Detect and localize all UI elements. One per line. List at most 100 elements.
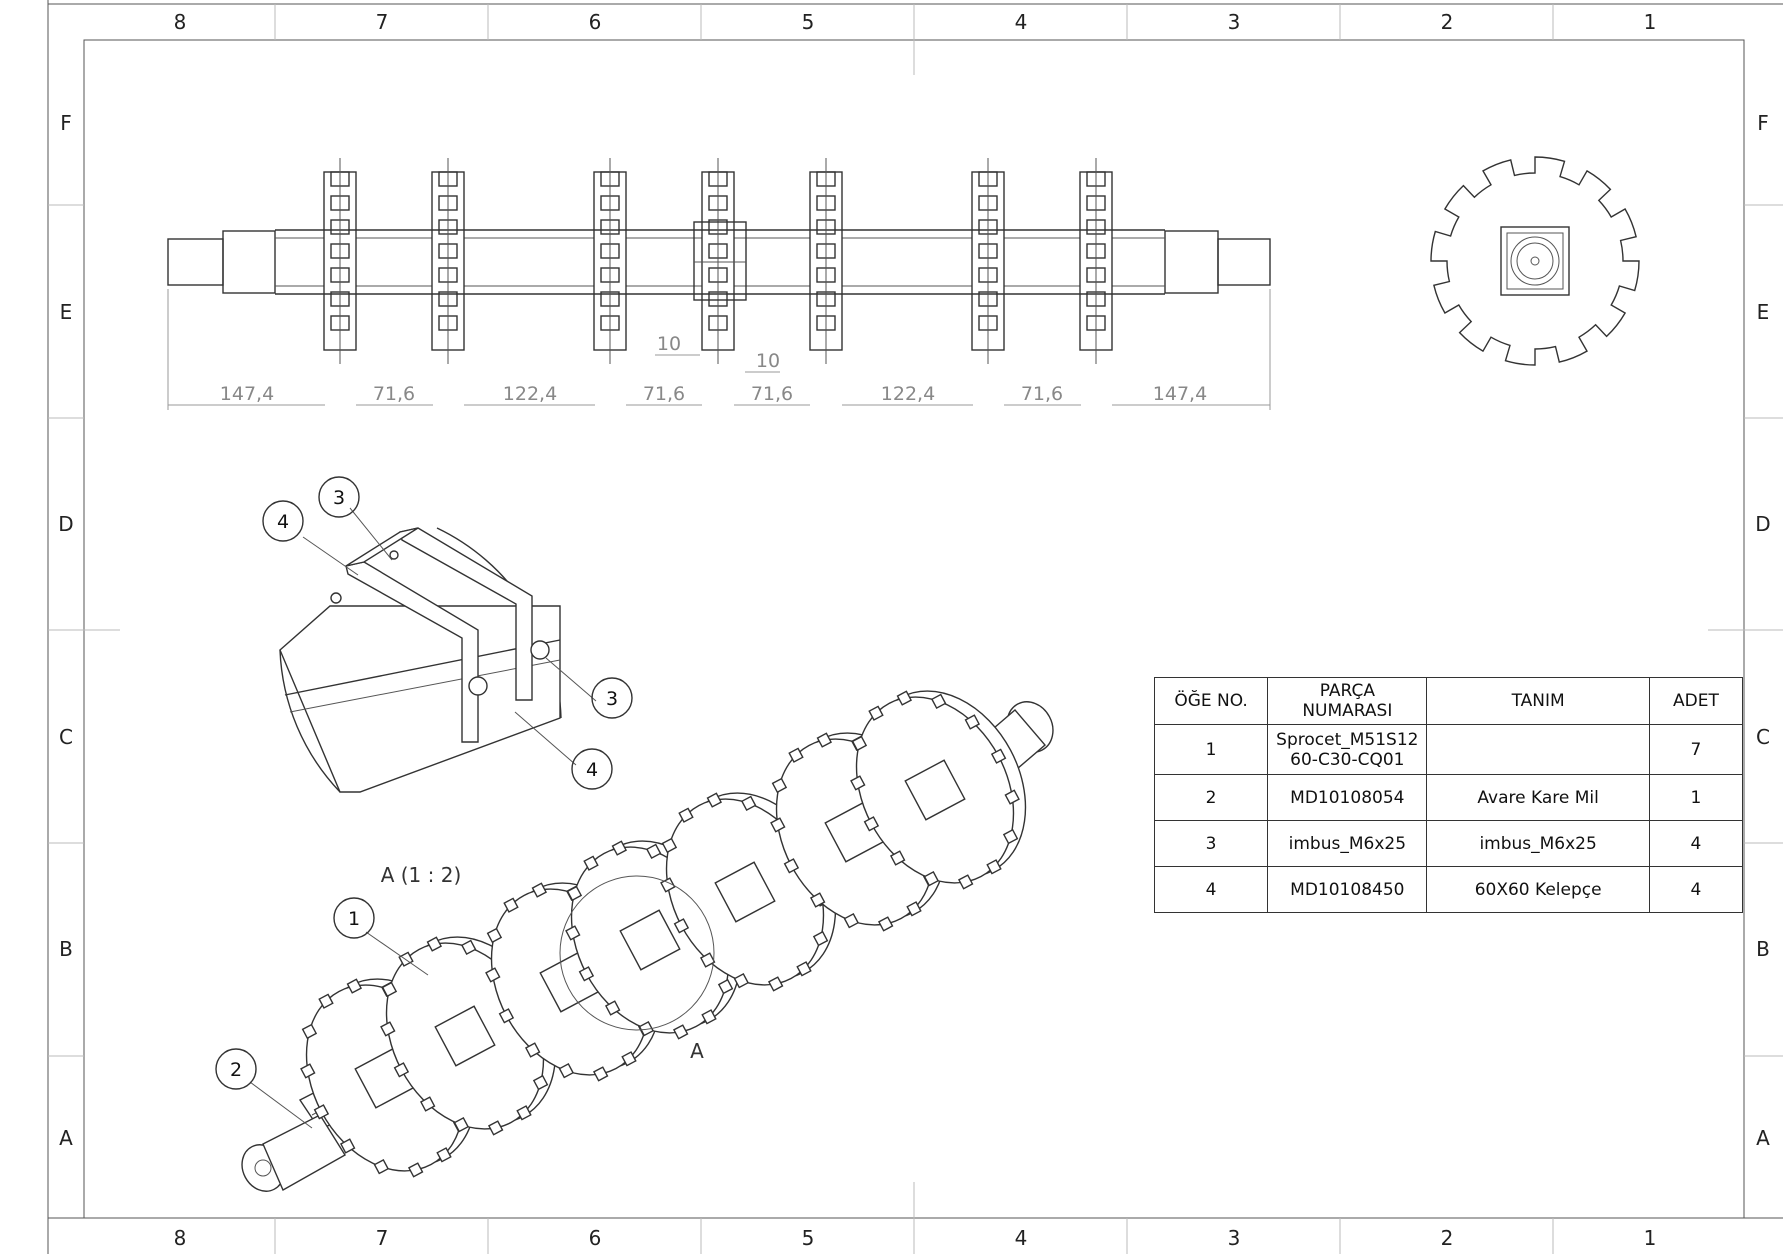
zone-col-2: 2	[1441, 10, 1454, 34]
sprocket-iso	[850, 690, 1027, 890]
dim-71-6-b: 71,6	[643, 383, 685, 405]
left-journal	[167, 238, 224, 286]
bom-cell-qty: 1	[1648, 774, 1744, 821]
bom-row: 4 MD10108450 60X60 Kelepçe 4	[1153, 866, 1744, 913]
zone-row-d: D	[58, 512, 73, 536]
bom-table: ÖĞE NO. PARÇA NUMARASI TANIM ADET 1 Spro…	[1153, 677, 1744, 913]
balloon-detail-4-bottom: 4	[586, 759, 598, 781]
sheet-frame	[47, 0, 1783, 1254]
balloon-detail-3-right: 3	[606, 688, 618, 710]
zone-row-a-right: A	[1756, 1126, 1770, 1150]
zone-col-7-bottom: 7	[376, 1226, 389, 1250]
bom-cell-part: MD10108054	[1267, 774, 1428, 821]
bom-cell-desc: 60X60 Kelepçe	[1426, 866, 1650, 913]
zone-row-f: F	[60, 111, 72, 135]
bom-header-qty: ADET	[1648, 677, 1744, 725]
bom-header-desc: TANIM	[1426, 677, 1650, 725]
right-bushing	[1164, 230, 1219, 294]
right-journal	[1217, 238, 1271, 286]
dim-122-4-right: 122,4	[881, 383, 935, 405]
bom-row: 1 Sprocet_M51S1260-C30-CQ01 7	[1153, 724, 1744, 775]
bom-header-item: ÖĞE NO.	[1153, 677, 1269, 725]
clamp-front	[693, 221, 747, 301]
sprocket-front	[431, 158, 465, 364]
bom-cell-desc: Avare Kare Mil	[1426, 774, 1650, 821]
sprocket-front	[971, 158, 1005, 364]
bom-cell-item: 3	[1153, 820, 1269, 867]
sprocket-front	[809, 158, 843, 364]
sprocket-front	[701, 158, 735, 364]
bom-cell-item: 4	[1153, 866, 1269, 913]
isometric-view: A 1 2	[215, 690, 1054, 1192]
dim-71-6-a: 71,6	[373, 383, 415, 405]
bom-cell-qty: 7	[1648, 724, 1744, 775]
dim-10-left: 10	[657, 333, 681, 355]
zone-row-b-right: B	[1756, 937, 1770, 961]
front-view	[167, 158, 1271, 364]
zone-col-6: 6	[589, 10, 602, 34]
left-bushing	[222, 230, 276, 294]
iso-sprocket-group	[300, 690, 1027, 1178]
zone-col-3-bottom: 3	[1228, 1226, 1241, 1250]
sprocket-group	[323, 158, 1113, 364]
zone-col-8: 8	[174, 10, 187, 34]
zone-row-c-right: C	[1756, 725, 1770, 749]
zone-row-e: E	[60, 300, 73, 324]
balloon-detail-4-top: 4	[277, 511, 289, 533]
bom-row: 2 MD10108054 Avare Kare Mil 1	[1153, 774, 1744, 821]
detail-view-a: 3 4 3 4 A (1 : 2)	[262, 476, 633, 887]
zone-row-c: C	[59, 725, 73, 749]
bom-header-row: ÖĞE NO. PARÇA NUMARASI TANIM ADET	[1153, 677, 1744, 725]
bom-cell-desc	[1426, 724, 1650, 775]
zone-col-2-bottom: 2	[1441, 1226, 1454, 1250]
sprocket-side-outline	[1430, 156, 1640, 366]
zone-row-e-right: E	[1757, 300, 1770, 324]
zone-col-6-bottom: 6	[589, 1226, 602, 1250]
balloon-iso-1: 1	[348, 908, 360, 930]
sprocket-front	[323, 158, 357, 364]
dim-10-right: 10	[756, 350, 780, 372]
dim-147-4-right: 147,4	[1153, 383, 1207, 405]
zone-col-4-bottom: 4	[1015, 1226, 1028, 1250]
bom-cell-qty: 4	[1648, 820, 1744, 867]
zone-row-d-right: D	[1755, 512, 1770, 536]
zone-row-b: B	[59, 937, 73, 961]
dim-147-4-left: 147,4	[220, 383, 274, 405]
front-view-dimensions: 147,4 71,6 122,4 71,6 71,6 122,4 71,6 14…	[167, 289, 1271, 410]
bom-cell-item: 2	[1153, 774, 1269, 821]
zone-col-4: 4	[1015, 10, 1028, 34]
zone-col-7: 7	[376, 10, 389, 34]
zone-col-3: 3	[1228, 10, 1241, 34]
sprocket-front	[593, 158, 627, 364]
zone-col-5: 5	[802, 10, 815, 34]
zone-labels-top: 8 7 6 5 4 3 2 1	[174, 10, 1657, 34]
bom-row: 3 imbus_M6x25 imbus_M6x25 4	[1153, 820, 1744, 867]
zone-labels-right: F E D C B A	[1755, 111, 1770, 1150]
dim-71-6-d: 71,6	[1021, 383, 1063, 405]
detail-circle-a	[559, 875, 715, 1031]
bom-cell-qty: 4	[1648, 866, 1744, 913]
dim-71-6-c: 71,6	[751, 383, 793, 405]
detail-marker-a: A	[690, 1039, 704, 1063]
bom-header-part: PARÇA NUMARASI	[1267, 677, 1428, 725]
bom-cell-part: imbus_M6x25	[1267, 820, 1428, 867]
zone-row-a: A	[59, 1126, 73, 1150]
side-view	[1430, 156, 1640, 366]
zone-row-f-right: F	[1757, 111, 1769, 135]
balloon-iso-2: 2	[230, 1059, 242, 1081]
detail-view-label: A (1 : 2)	[381, 863, 462, 887]
balloon-detail-3-top: 3	[333, 487, 345, 509]
sprocket-front	[1079, 158, 1113, 364]
zone-labels-bottom: 8 7 6 5 4 3 2 1	[174, 1226, 1657, 1250]
zone-labels-left: F E D C B A	[58, 111, 73, 1150]
zone-col-5-bottom: 5	[802, 1226, 815, 1250]
bom-cell-item: 1	[1153, 724, 1269, 775]
zone-col-1: 1	[1644, 10, 1657, 34]
bom-cell-part: MD10108450	[1267, 866, 1428, 913]
zone-col-1-bottom: 1	[1644, 1226, 1657, 1250]
dim-122-4-left: 122,4	[503, 383, 557, 405]
zone-col-8-bottom: 8	[174, 1226, 187, 1250]
bom-cell-part: Sprocet_M51S1260-C30-CQ01	[1267, 724, 1428, 775]
bom-cell-desc: imbus_M6x25	[1426, 820, 1650, 867]
